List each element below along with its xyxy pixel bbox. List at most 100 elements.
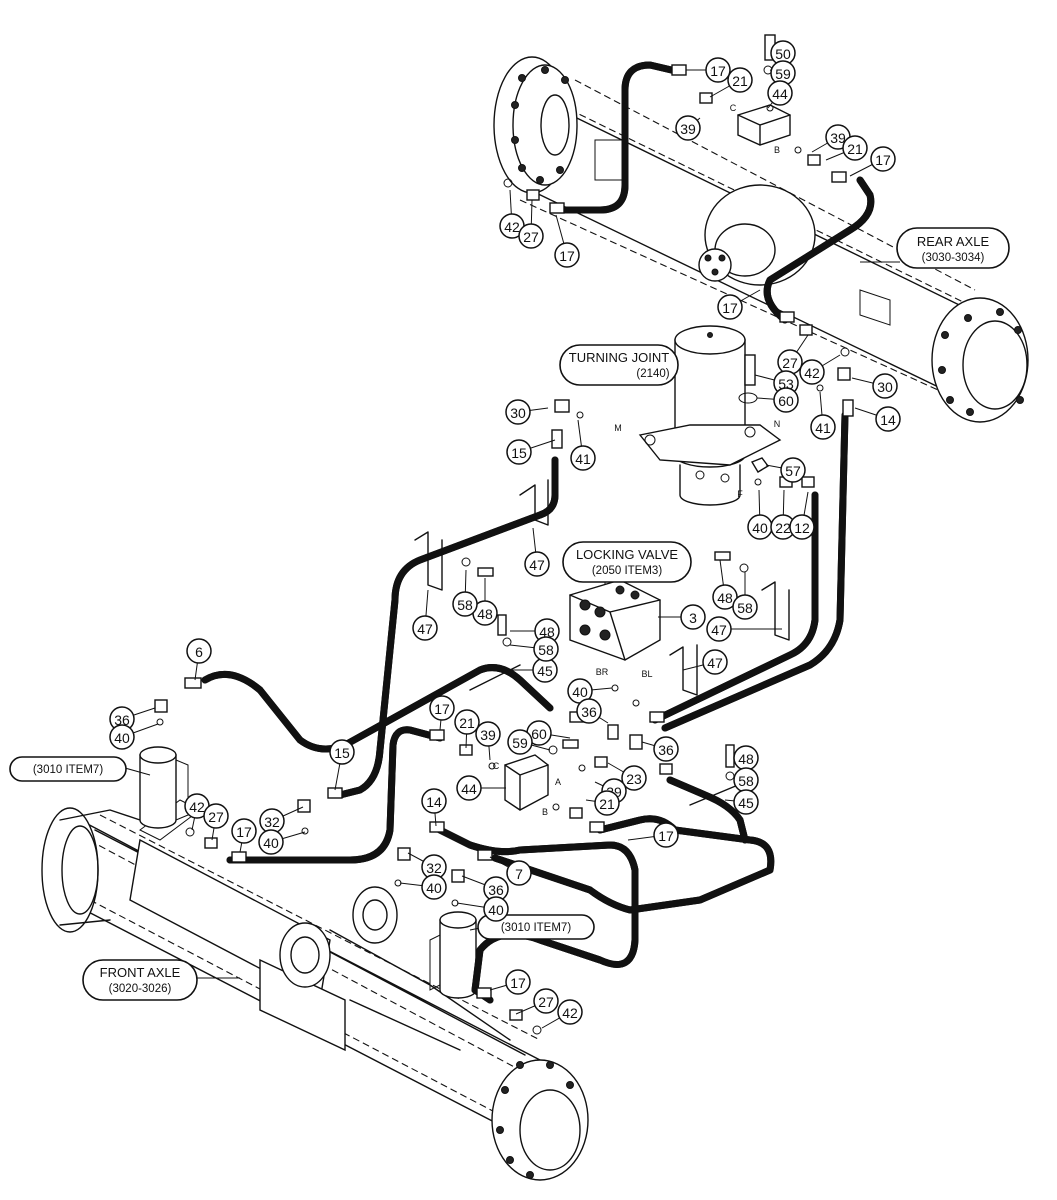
bubble-circle: [507, 729, 533, 755]
part-number-bubble: 17: [686, 57, 731, 83]
part-number-bubble: 59: [507, 729, 551, 755]
part-number-label: 27: [538, 994, 554, 1010]
part-number-bubble: 27: [777, 334, 809, 375]
bubble-circle: [533, 988, 559, 1014]
part-number-bubble: 40: [399, 874, 447, 900]
bubble-circle: [875, 406, 901, 432]
bubble-circle: [870, 146, 896, 172]
part-number-bubble: 41: [810, 391, 836, 440]
part-number-bubble: 48: [510, 618, 560, 644]
bubble-circle: [524, 551, 550, 577]
bubble-circle: [421, 788, 447, 814]
part-number-label: 58: [738, 773, 754, 789]
part-number-bubble: 47: [682, 649, 728, 675]
part-number-label: 27: [782, 355, 798, 371]
bubble-circle: [231, 818, 257, 844]
part-number-label: 15: [334, 745, 350, 761]
part-number-bubble: 21: [825, 135, 868, 161]
turning-joint-code: (2140): [636, 368, 669, 380]
hose-lines: [201, 61, 871, 1004]
part-number-label: 42: [562, 1005, 578, 1021]
locking-valve: [569, 579, 661, 661]
bubble-circle: [799, 359, 825, 385]
rear-axle-title: REAR AXLE: [917, 234, 990, 249]
part-number-label: 17: [658, 828, 674, 844]
bubble-circle: [675, 115, 701, 141]
part-number-label: 40: [572, 684, 588, 700]
part-number-bubble: 6: [186, 638, 212, 681]
item7-left-label: (3010 ITEM7): [33, 764, 103, 776]
part-number-label: 48: [477, 606, 493, 622]
bubble-circle: [810, 414, 836, 440]
part-number-label: 60: [531, 726, 547, 742]
part-number-label: 40: [426, 880, 442, 896]
part-number-bubble: 42: [184, 793, 210, 831]
part-number-bubble: 59: [769, 60, 796, 86]
part-number-bubble: 44: [456, 775, 506, 801]
part-number-label: 58: [737, 600, 753, 616]
bubble-circle: [475, 721, 501, 747]
part-number-bubble: 40: [567, 678, 613, 704]
part-number-bubble: 47: [412, 589, 438, 641]
bubble-circle: [705, 57, 731, 83]
bubble-circle: [717, 294, 743, 320]
part-number-label: 3: [689, 610, 697, 626]
part-number-label: 45: [537, 663, 553, 679]
part-number-bubble: 48: [472, 578, 498, 626]
part-number-bubble: 40: [258, 829, 306, 855]
bubble-circle: [733, 789, 759, 815]
part-number-bubble: 21: [585, 790, 620, 816]
callout-turning-joint: TURNING JOINT (2140): [559, 344, 679, 386]
locking-valve-title: LOCKING VALVE: [576, 547, 678, 562]
callout-rear-axle: REAR AXLE (3030-3034): [860, 227, 1010, 269]
part-number-bubble: 27: [203, 803, 229, 841]
part-number-label: 40: [752, 520, 768, 536]
part-number-label: 48: [738, 751, 754, 767]
part-number-bubble: 21: [454, 709, 480, 749]
part-number-label: 6: [195, 644, 203, 660]
part-number-label: 48: [539, 624, 555, 640]
bubble-circle: [421, 874, 447, 900]
part-number-label: 36: [658, 742, 674, 758]
bubble-circle: [789, 514, 815, 540]
callout-front-axle: FRONT AXLE (3020-3026): [82, 959, 240, 1001]
part-number-label: 17: [722, 300, 738, 316]
bubble-circle: [653, 822, 679, 848]
bubble-circle: [594, 790, 620, 816]
part-number-bubble: 32: [407, 852, 447, 880]
part-number-bubble: 17: [231, 818, 257, 853]
part-number-label: 41: [815, 420, 831, 436]
cylinder-left: [139, 746, 189, 829]
bubble-circle: [653, 736, 679, 762]
part-number-label: 7: [515, 866, 523, 882]
part-number-label: 41: [575, 451, 591, 467]
part-number-bubble: 17: [554, 214, 580, 268]
port-label: N: [774, 419, 781, 429]
bubble-circle: [452, 591, 478, 617]
part-number-label: 44: [772, 86, 788, 102]
part-number-label: 36: [581, 704, 597, 720]
bubble-circle: [576, 698, 602, 724]
part-number-bubble: 60: [756, 387, 799, 413]
bubble-circle: [186, 638, 212, 664]
bubble-circle: [506, 860, 532, 886]
part-number-bubble: 30: [851, 373, 898, 399]
part-number-bubble: 58: [733, 767, 759, 793]
part-number-bubble: 40: [456, 896, 509, 922]
bubble-circle: [258, 829, 284, 855]
part-number-label: 14: [880, 412, 896, 428]
part-number-bubble: 47: [524, 527, 550, 577]
cylinder-right: [429, 911, 477, 999]
bubble-circle: [429, 695, 455, 721]
part-number-label: 21: [732, 73, 748, 89]
part-number-bubble: 40: [109, 723, 159, 750]
part-number-bubble: 17: [717, 289, 761, 320]
front-axle-title: FRONT AXLE: [100, 965, 181, 980]
part-number-label: 48: [717, 590, 733, 606]
part-number-bubble: 30: [505, 399, 549, 425]
part-number-bubble: 40: [747, 489, 773, 540]
part-number-label: 57: [785, 463, 801, 479]
part-number-label: 40: [114, 730, 130, 746]
part-number-bubble: 21: [709, 67, 753, 98]
